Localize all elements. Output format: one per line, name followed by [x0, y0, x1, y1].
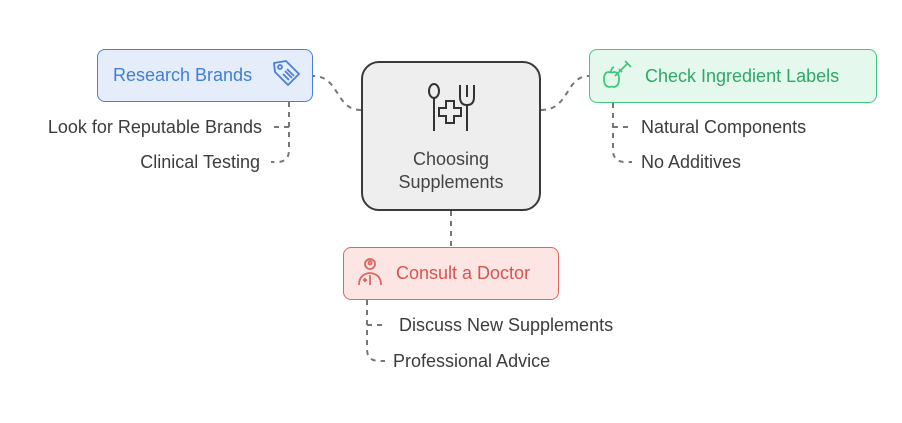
- price-tag-icon: [270, 57, 302, 94]
- ingredients-leaf-1: Natural Components: [641, 117, 807, 137]
- doctor-leaf-2: Professional Advice: [393, 351, 551, 371]
- connector-center-ingredients: [540, 75, 590, 111]
- doctor-leaf-1: Discuss New Supplements: [399, 315, 614, 335]
- ingredients-leaf-2: No Additives: [641, 152, 742, 172]
- utensils-medical-cross-icon: [425, 83, 477, 138]
- connector-ingredients-leaves: [612, 103, 632, 163]
- connector-research-leaves: [271, 102, 290, 163]
- center-title-line1: Choosing: [412, 149, 490, 169]
- doctor-icon: [354, 255, 386, 292]
- consult-doctor-node: Consult a Doctor: [343, 247, 559, 300]
- check-ingredient-labels-node: Check Ingredient Labels: [589, 49, 877, 103]
- research-leaf-2: Clinical Testing: [140, 152, 260, 172]
- center-node: Choosing Supplements: [361, 61, 541, 211]
- connector-center-research: [312, 75, 362, 111]
- research-brands-label: Research Brands: [113, 65, 253, 85]
- connector-doctor-leaves: [366, 300, 385, 362]
- consult-doctor-label: Consult a Doctor: [396, 263, 531, 283]
- apple-syringe-icon: [601, 58, 633, 95]
- research-brands-node: Research Brands: [97, 49, 313, 102]
- check-ingredient-labels-label: Check Ingredient Labels: [645, 65, 840, 86]
- center-title-line2: Supplements: [398, 172, 504, 192]
- research-leaf-1: Look for Reputable Brands: [47, 117, 262, 137]
